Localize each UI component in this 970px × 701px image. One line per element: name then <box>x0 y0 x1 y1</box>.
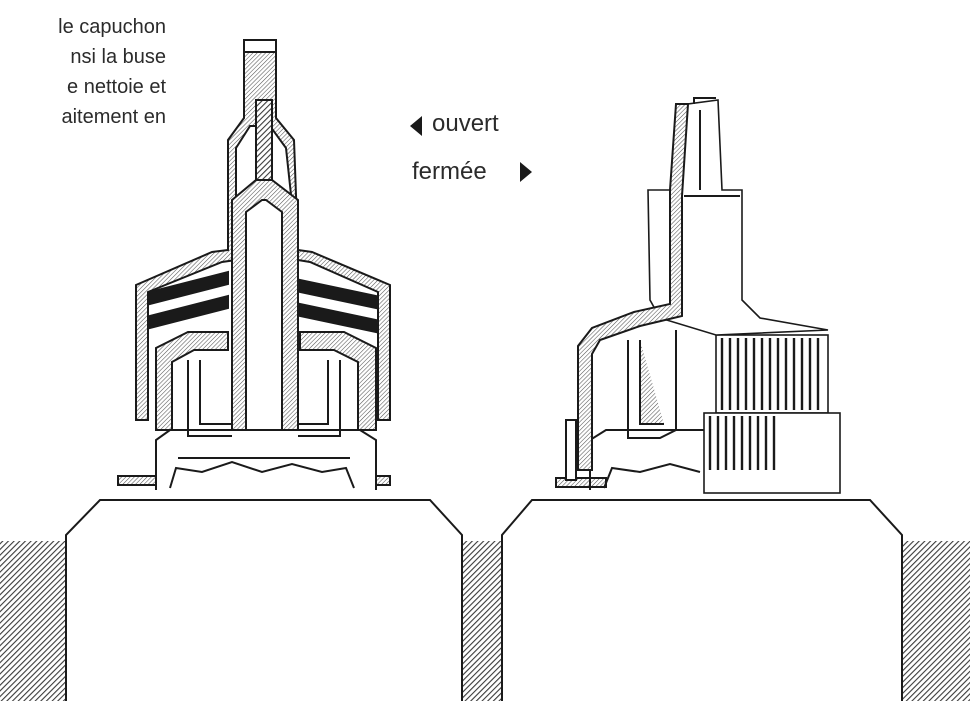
ribbed-knob <box>703 334 841 494</box>
open-nozzle-drawing <box>65 39 463 701</box>
intro-text: le capuchon nsi la buse e nettoie et ait… <box>0 12 166 132</box>
label-open: ouvert <box>432 110 499 137</box>
cap-wall-right <box>577 103 690 471</box>
background-bands <box>0 541 970 701</box>
inner-spout <box>231 179 299 431</box>
left-arrow-icon <box>410 116 422 136</box>
intro-line: e nettoie et <box>67 76 166 98</box>
closed-nozzle-drawing <box>501 97 903 701</box>
right-arrow-icon <box>520 162 532 182</box>
intro-line: aitement en <box>61 106 166 128</box>
intro-line: nsi la buse <box>70 46 166 68</box>
bottle-left <box>65 499 463 701</box>
bottle-right <box>501 499 903 701</box>
intro-line: le capuchon <box>58 16 166 38</box>
label-closed: fermée <box>412 158 487 185</box>
